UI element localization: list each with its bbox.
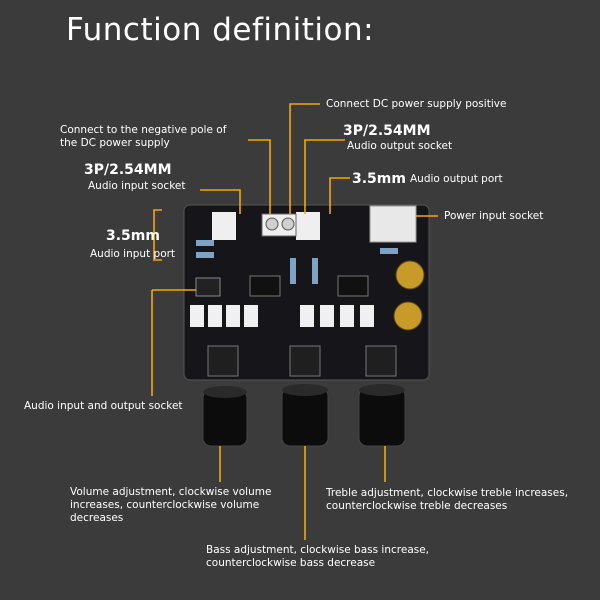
label-pad-8 [360,305,374,327]
terminal-screw-left [265,217,279,231]
label-volume-line1: Volume adjustment, clockwise volume [70,486,272,498]
label-input-port-spec: 3.5mm [106,228,160,244]
label-volume-line3: decreases [70,512,124,524]
leader-output-port [329,177,350,214]
diagram-title: Function definition: [66,12,375,48]
pot-housing-bass [289,345,321,377]
label-pad-6 [320,305,334,327]
power-jack [369,205,417,243]
resistor-4 [312,258,318,284]
knob-treble [358,387,406,447]
leader-dc-negative [248,139,271,214]
label-pad-5 [300,305,314,327]
label-pad-2 [208,305,222,327]
label-io-socket: Audio input and output socket [24,400,183,412]
knob-volume-top [203,386,247,398]
label-volume-line2: increases, counterclockwise volume [70,499,260,511]
label-dc-negative-line1: Connect to the negative pole of [60,124,227,136]
resistor-3 [290,258,296,284]
pot-housing-treble [365,345,397,377]
label-pad-4 [244,305,258,327]
input-socket [212,212,236,240]
label-output-port: Audio output port [410,173,503,185]
resistor-2 [196,252,214,258]
ic-chip-2 [337,275,369,297]
label-treble-line2: counterclockwise treble decreases [326,500,508,512]
label-pad-3 [226,305,240,327]
ic-chip-1 [249,275,281,297]
header-pins [195,277,221,297]
label-bass-line2: counterclockwise bass decrease [206,557,376,569]
label-input-port: Audio input port [90,248,176,260]
label-pad-7 [340,305,354,327]
knob-bass-top [282,384,328,396]
label-dc-negative-line2: the DC power supply [60,137,170,149]
label-bass-line1: Bass adjustment, clockwise bass increase… [206,544,430,556]
knob-volume [202,389,248,447]
label-output-port-spec: 3.5mm [352,171,406,187]
resistor-5 [380,248,398,254]
leader-input-port [153,209,162,261]
leader-output-socket [304,139,345,214]
terminal-screw-right [281,217,295,231]
label-input-socket-spec: 3P/2.54MM [84,162,172,178]
resistor-1 [196,240,214,246]
label-treble-line1: Treble adjustment, clockwise treble incr… [326,487,569,499]
output-socket [296,212,320,240]
capacitor-1 [395,260,425,290]
label-dc-positive: Connect DC power supply positive [326,98,507,110]
label-power-socket: Power input socket [444,210,544,222]
knob-bass [281,387,329,447]
label-input-socket: Audio input socket [88,180,186,192]
leader-input-socket [200,189,241,214]
label-output-socket-spec: 3P/2.54MM [343,123,431,139]
label-pad-1 [190,305,204,327]
pot-housing-volume [207,345,239,377]
knob-treble-top [359,384,405,396]
leader-dc-positive [289,103,320,214]
label-output-socket: Audio output socket [347,140,453,152]
pcb-board [183,204,430,381]
capacitor-2 [393,301,423,331]
